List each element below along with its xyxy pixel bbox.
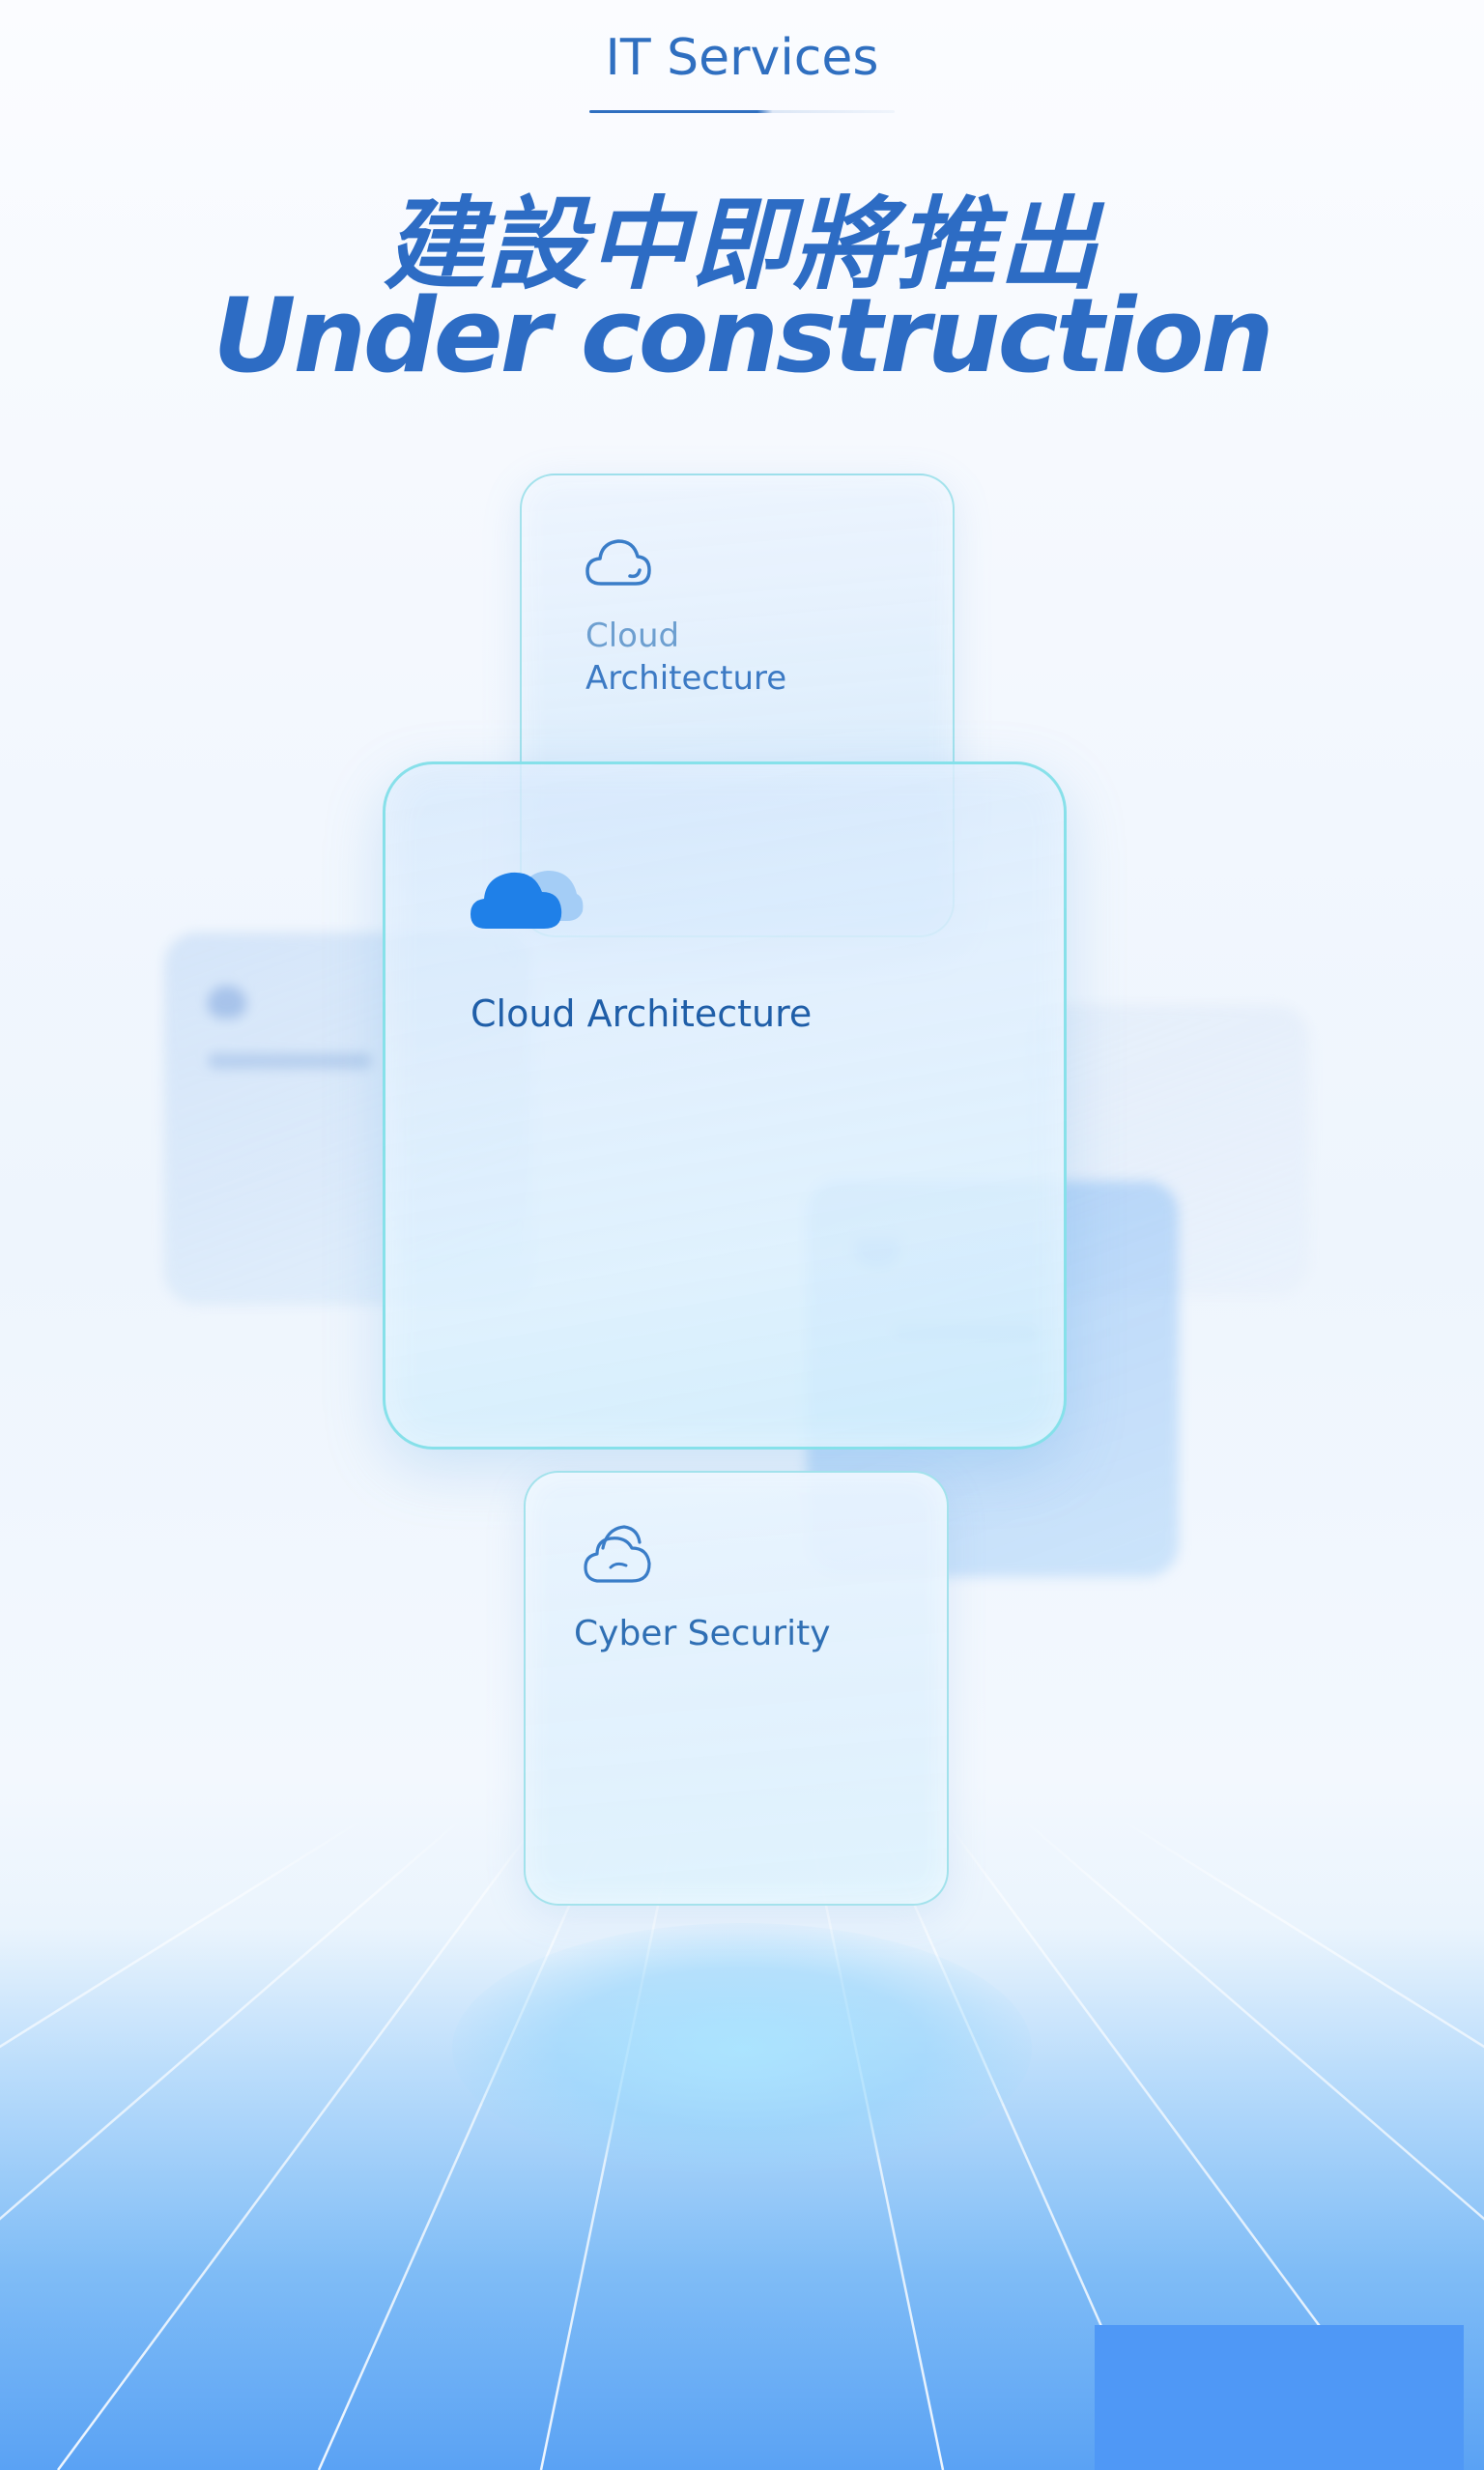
page-title-chinese: 建設中即將推出	[383, 186, 1100, 303]
corner-overlay-block	[1095, 2325, 1464, 2470]
service-card-cyber-security[interactable]: Cyber Security	[524, 1471, 949, 1906]
card-label-line2: Architecture	[585, 659, 787, 698]
service-card-cloud-architecture[interactable]: Cloud Architecture	[383, 761, 1067, 1450]
card-label: Cyber Security	[574, 1614, 831, 1653]
floor-glow	[452, 1923, 1032, 2174]
card-label-line1: Cloud	[585, 617, 680, 655]
section-eyebrow: IT Services	[605, 29, 879, 87]
blurred-icon	[208, 986, 246, 1019]
cloud-outline-icon	[584, 533, 653, 595]
cloud-shield-icon	[584, 1519, 653, 1591]
cloud-filled-icon	[471, 857, 586, 936]
card-label: Cloud Architecture	[471, 992, 813, 1035]
page-title-english: Under construction	[213, 276, 1273, 395]
blurred-label	[208, 1053, 372, 1069]
eyebrow-underline	[589, 110, 895, 113]
